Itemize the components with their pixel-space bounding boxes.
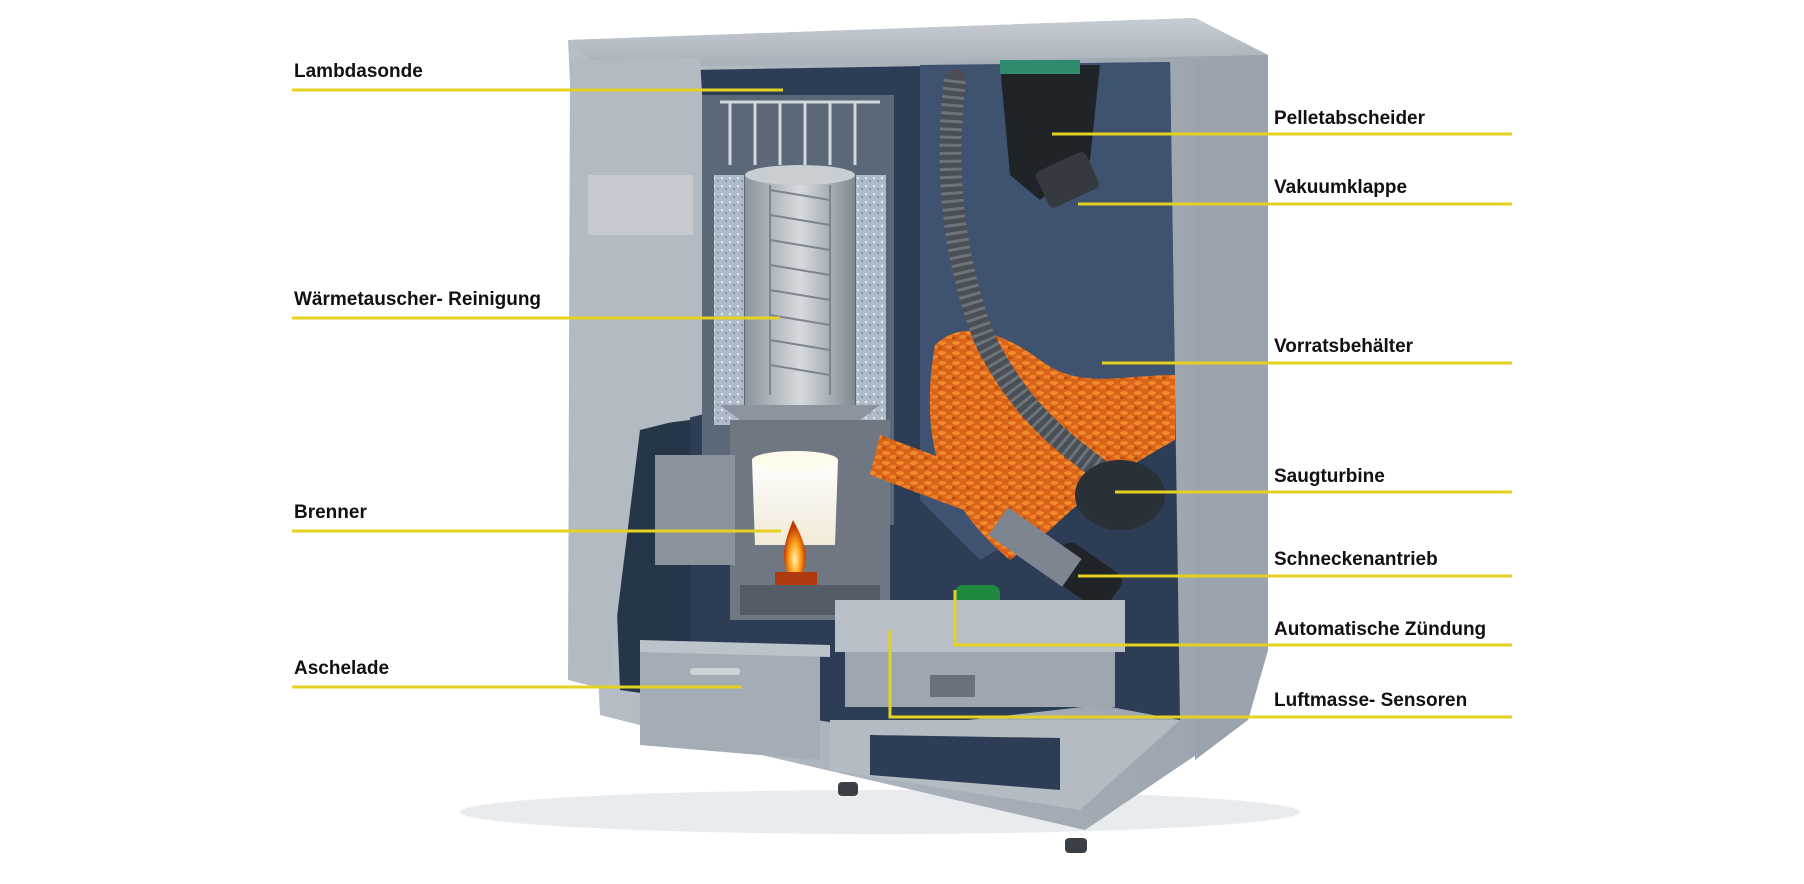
label-vorratsbehaelter: Vorratsbehälter bbox=[1274, 336, 1414, 357]
burner-glow-top bbox=[752, 451, 838, 469]
burner-grate bbox=[775, 572, 817, 588]
burner-flap bbox=[655, 455, 735, 565]
heat-exchanger-cylinder bbox=[745, 175, 855, 405]
label-saugturbine: Saugturbine bbox=[1274, 466, 1385, 487]
ash-drawer-handle bbox=[690, 668, 740, 675]
foot-left bbox=[838, 782, 858, 796]
leader-line-zuendung bbox=[953, 590, 1512, 647]
foot-right bbox=[1065, 838, 1087, 853]
heat-exchanger-top bbox=[745, 165, 855, 185]
heat-exchanger-funnel bbox=[720, 405, 880, 420]
cleaning-spiral bbox=[769, 185, 831, 395]
leader-lines bbox=[292, 88, 1512, 719]
heat-exchanger-insulation-left bbox=[714, 175, 744, 425]
label-pelletabscheider: Pelletabscheider bbox=[1274, 108, 1426, 129]
burner-flame bbox=[783, 520, 806, 585]
front-panel-recess bbox=[588, 175, 693, 235]
label-luftmasse-sensoren: Luftmasse- Sensoren bbox=[1274, 690, 1468, 711]
label-vakuumklappe: Vakuumklappe bbox=[1274, 177, 1408, 198]
floor-shadow bbox=[460, 790, 1300, 834]
cleaning-rods bbox=[720, 100, 880, 165]
suction-turbine bbox=[1075, 460, 1165, 530]
vacuum-flap bbox=[1036, 152, 1099, 208]
auger-tube bbox=[988, 507, 1082, 587]
pellet-chute bbox=[870, 435, 1000, 520]
ash-drawer-lip bbox=[640, 640, 830, 657]
casing-bottom-recess bbox=[870, 735, 1060, 790]
casing-top bbox=[568, 18, 1268, 68]
label-waermetauscher-reinigung: Wärmetauscher- Reinigung bbox=[294, 289, 542, 310]
feed-channel bbox=[835, 600, 1125, 652]
suction-hose bbox=[939, 69, 1111, 481]
label-brenner: Brenner bbox=[294, 502, 367, 523]
separator-cap bbox=[1000, 60, 1080, 74]
feed-channel-lower bbox=[845, 652, 1115, 707]
air-sensor bbox=[930, 675, 975, 697]
burner-glow bbox=[752, 455, 838, 545]
leader-line-luftmasse bbox=[888, 630, 1512, 719]
ash-drawer bbox=[640, 650, 820, 760]
label-automatische-zuendung: Automatische Zündung bbox=[1274, 619, 1487, 640]
label-lambdasonde: Lambdasonde bbox=[294, 61, 423, 82]
casing-right-side bbox=[1195, 55, 1268, 760]
label-aschelade: Aschelade bbox=[294, 658, 390, 679]
label-schneckenantrieb: Schneckenantrieb bbox=[1274, 549, 1438, 570]
heat-exchanger-insulation-right bbox=[856, 175, 886, 425]
